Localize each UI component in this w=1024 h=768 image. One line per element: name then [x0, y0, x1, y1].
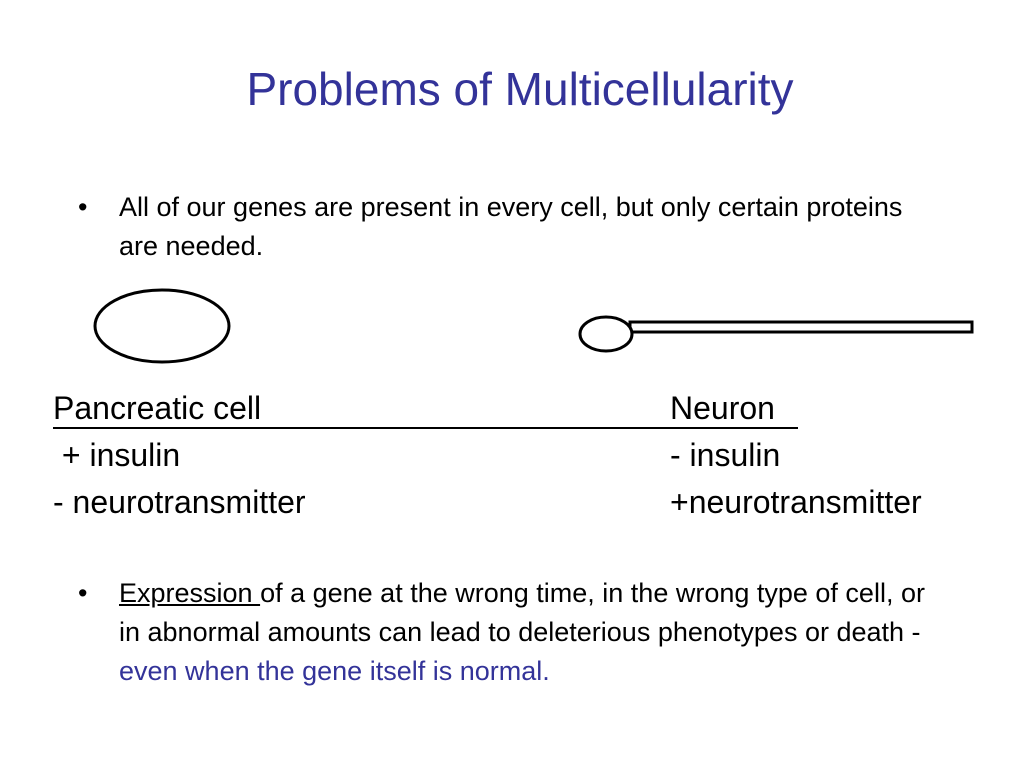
neuron-cell-body	[578, 315, 634, 353]
bullet-expression: • Expression of a gene at the wrong time…	[78, 574, 938, 691]
bullet-genes-present: • All of our genes are present in every …	[78, 188, 908, 266]
neuron-shape	[578, 315, 974, 353]
neuron-heading: Neuron	[670, 390, 775, 426]
neuron-axon	[628, 320, 974, 334]
pancreatic-neurotransmitter: - neurotransmitter	[53, 484, 306, 520]
expression-highlight: even when the gene itself is normal.	[119, 656, 550, 686]
bullet-text: All of our genes are present in every ce…	[119, 192, 903, 261]
comparison-underline	[53, 427, 798, 429]
neuron-neurotransmitter: +neurotransmitter	[670, 484, 922, 520]
pancreatic-insulin: + insulin	[53, 437, 181, 473]
pancreatic-cell-shape	[93, 288, 231, 364]
slide-title: Problems of Multicellularity	[246, 63, 794, 115]
bullet-text: Expression of a gene at the wrong time, …	[119, 574, 938, 691]
pancreatic-cell-heading: Pancreatic cell	[53, 390, 262, 426]
bullet-dot: •	[78, 192, 88, 222]
bullet-dot: •	[78, 578, 88, 608]
expression-body: of a gene at the wrong time, in the wron…	[119, 578, 925, 647]
expression-term: Expression	[119, 578, 261, 608]
neuron-insulin: - insulin	[670, 437, 781, 473]
